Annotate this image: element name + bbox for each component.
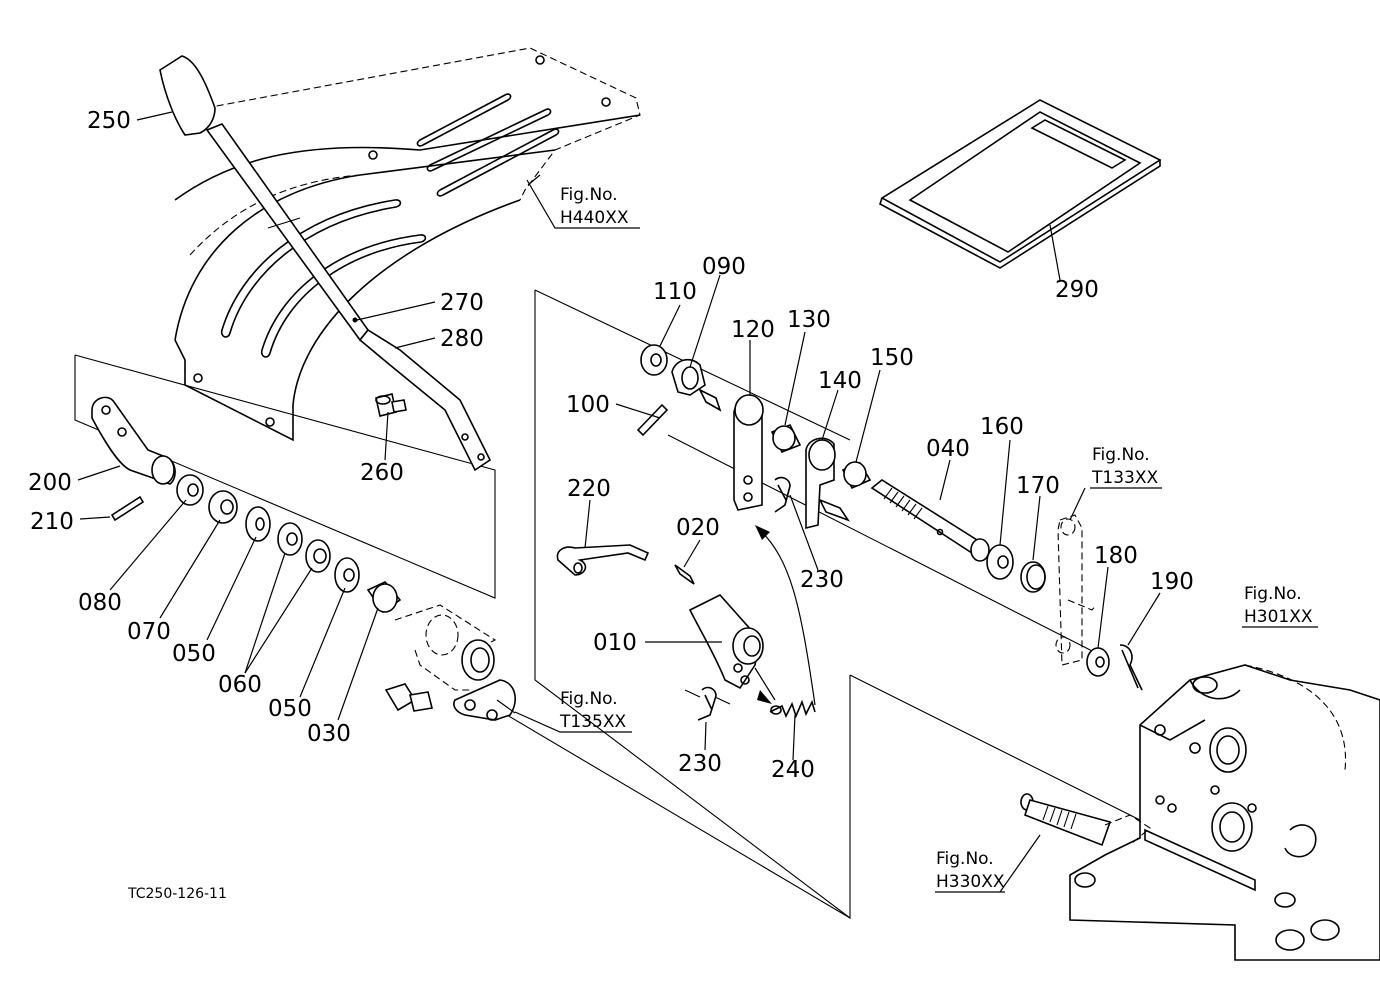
- label-040: 040: [926, 436, 970, 462]
- cotter-pin-190: [1119, 644, 1143, 691]
- link-010: [688, 594, 764, 690]
- lever-knob: [159, 55, 216, 136]
- label-030: 030: [307, 721, 351, 747]
- fig-ref-underlines: [514, 179, 1318, 893]
- fig-ref-code: T135XX: [559, 712, 626, 732]
- transmission-housing: [1069, 664, 1380, 961]
- figure-references: Fig.No. H440XX Fig.No. T135XX Fig.No. T1…: [559, 185, 1313, 892]
- label-010: 010: [593, 630, 637, 656]
- part-labels: 250 270 280 260 200 210 080 070 050 060 …: [28, 108, 1194, 783]
- label-130: 130: [787, 307, 831, 333]
- label-080: 080: [78, 590, 122, 616]
- fig-ref-prefix: Fig.No.: [560, 185, 618, 205]
- label-200: 200: [28, 470, 72, 496]
- label-070: 070: [127, 619, 171, 645]
- label-100: 100: [566, 392, 610, 418]
- fig-ref-code: H440XX: [560, 208, 629, 228]
- label-160: 160: [980, 414, 1024, 440]
- label-230-lower: 230: [678, 751, 722, 777]
- fig-ref-H330XX: Fig.No. H330XX: [936, 849, 1005, 892]
- fig-ref-code: H330XX: [936, 872, 1005, 892]
- shaft-040: [870, 479, 990, 562]
- shaft-thread: [883, 487, 923, 520]
- fender-plate: [174, 47, 641, 442]
- label-090: 090: [702, 254, 746, 280]
- bolt-260: [375, 393, 407, 417]
- label-180: 180: [1094, 543, 1138, 569]
- pin-020: [674, 564, 695, 585]
- control-lever: [159, 55, 492, 472]
- shaft-housing: [384, 604, 516, 721]
- label-020: 020: [676, 515, 720, 541]
- label-140: 140: [818, 368, 862, 394]
- fig-ref-prefix: Fig.No.: [1244, 584, 1302, 604]
- snap-ring-170: [1020, 561, 1046, 593]
- rod-H330XX: [1020, 793, 1151, 847]
- label-260: 260: [360, 460, 404, 486]
- label-190: 190: [1150, 569, 1194, 595]
- fig-ref-prefix: Fig.No.: [560, 689, 618, 709]
- rod-thread: [1042, 805, 1077, 830]
- label-280: 280: [440, 326, 484, 352]
- fender-slots: [220, 93, 560, 358]
- label-120: 120: [731, 317, 775, 343]
- pivot-arm-200: [91, 396, 176, 485]
- label-270: 270: [440, 290, 484, 316]
- fig-ref-code: H301XX: [1244, 607, 1313, 627]
- washer-stack: [176, 474, 402, 614]
- washer-160: [986, 544, 1014, 580]
- clip-230-lower: [684, 686, 731, 721]
- washer-180: [1086, 647, 1110, 677]
- leader-lines: [77, 111, 1161, 893]
- label-150: 150: [870, 345, 914, 371]
- fig-ref-prefix: Fig.No.: [1092, 445, 1150, 465]
- label-220: 220: [567, 476, 611, 502]
- drawing-code: TC250-126-11: [127, 886, 227, 902]
- center-linkage: [636, 344, 872, 530]
- fig-ref-code: T133XX: [1091, 468, 1158, 488]
- fig-ref-H301XX: Fig.No. H301XX: [1244, 584, 1313, 627]
- manual-290: [879, 99, 1162, 269]
- label-170: 170: [1016, 473, 1060, 499]
- assembly-frame-lines: [74, 289, 1141, 920]
- label-050-b: 050: [268, 696, 312, 722]
- bent-pin-220: [556, 544, 650, 576]
- label-230-upper: 230: [800, 567, 844, 593]
- fig-ref-T135XX: Fig.No. T135XX: [559, 689, 626, 732]
- label-060: 060: [218, 672, 262, 698]
- fig-ref-H440XX: Fig.No. H440XX: [560, 185, 629, 228]
- label-210: 210: [30, 509, 74, 535]
- label-250: 250: [87, 108, 131, 134]
- label-050-a: 050: [172, 641, 216, 667]
- label-240: 240: [771, 757, 815, 783]
- lever-plate-T133XX: [1055, 514, 1097, 666]
- fig-ref-T133XX: Fig.No. T133XX: [1091, 445, 1158, 488]
- clip-230-upper: [774, 476, 791, 513]
- pin-210: [110, 495, 145, 522]
- spring-240: [754, 525, 816, 719]
- label-290: 290: [1055, 277, 1099, 303]
- label-110: 110: [653, 279, 697, 305]
- fig-ref-prefix: Fig.No.: [936, 849, 994, 869]
